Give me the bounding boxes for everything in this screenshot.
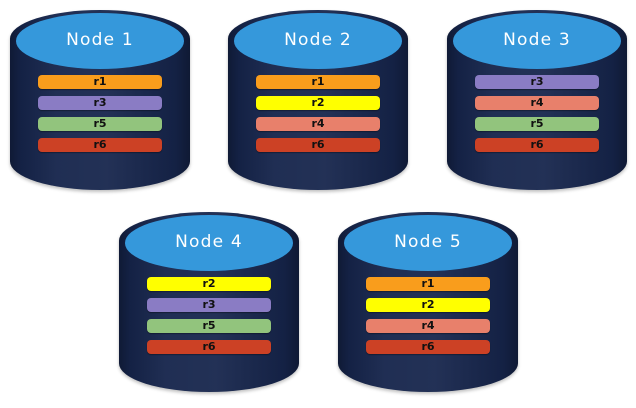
cylinder-top-disc: Node 4 [124,215,294,271]
replica-bar[interactable]: r5 [37,116,163,131]
replica-bar[interactable]: r4 [365,318,491,333]
replica-label: r5 [202,319,216,333]
replica-bar[interactable]: r4 [474,95,600,110]
node-label: Node 1 [66,30,134,51]
node-cylinder-2[interactable]: Node 2 r1 r2 r4 r6 [228,10,408,190]
replica-stack: r1 r2 r4 r6 [365,276,491,354]
replica-bar[interactable]: r6 [37,137,163,152]
replica-label: r1 [311,75,325,89]
replica-stack: r1 r3 r5 r6 [37,74,163,152]
replica-label: r6 [202,340,216,354]
replica-bar[interactable]: r1 [255,74,381,89]
cylinder-top-disc: Node 3 [452,13,622,69]
replica-label: r6 [530,138,544,152]
replica-bar[interactable]: r4 [255,116,381,131]
replica-label: r1 [93,75,107,89]
node-label: Node 3 [503,30,571,51]
replica-bar[interactable]: r3 [37,95,163,110]
replica-bar[interactable]: r3 [146,297,272,312]
replica-label: r5 [93,117,107,131]
node-cylinder-5[interactable]: Node 5 r1 r2 r4 r6 [338,212,518,392]
cylinder-top-disc: Node 1 [15,13,185,69]
replica-label: r2 [202,277,216,291]
replica-label: r3 [93,96,107,110]
replica-label: r5 [530,117,544,131]
replica-stack: r2 r3 r5 r6 [146,276,272,354]
replica-label: r3 [202,298,216,312]
replica-bar[interactable]: r6 [255,137,381,152]
replica-label: r3 [530,75,544,89]
replica-bar[interactable]: r2 [365,297,491,312]
replica-label: r4 [421,319,435,333]
node-cylinder-3[interactable]: Node 3 r3 r4 r5 r6 [447,10,627,190]
replica-label: r2 [311,96,325,110]
node-label: Node 2 [284,30,352,51]
replica-label: r6 [421,340,435,354]
replica-bar[interactable]: r2 [146,276,272,291]
replica-label: r2 [421,298,435,312]
replica-label: r4 [311,117,325,131]
cylinder-top-disc: Node 5 [343,215,513,271]
replica-bar[interactable]: r6 [474,137,600,152]
node-cylinder-4[interactable]: Node 4 r2 r3 r5 r6 [119,212,299,392]
replica-bar[interactable]: r5 [474,116,600,131]
replica-label: r1 [421,277,435,291]
replica-stack: r1 r2 r4 r6 [255,74,381,152]
replica-label: r4 [530,96,544,110]
node-cylinder-1[interactable]: Node 1 r1 r3 r5 r6 [10,10,190,190]
replica-bar[interactable]: r6 [365,339,491,354]
replica-bar[interactable]: r6 [146,339,272,354]
replica-bar[interactable]: r5 [146,318,272,333]
cylinder-top-disc: Node 2 [233,13,403,69]
replica-bar[interactable]: r1 [37,74,163,89]
replica-bar[interactable]: r2 [255,95,381,110]
replica-bar[interactable]: r1 [365,276,491,291]
replica-label: r6 [93,138,107,152]
node-label: Node 5 [394,232,462,253]
replica-label: r6 [311,138,325,152]
node-label: Node 4 [175,232,243,253]
replica-bar[interactable]: r3 [474,74,600,89]
replica-stack: r3 r4 r5 r6 [474,74,600,152]
